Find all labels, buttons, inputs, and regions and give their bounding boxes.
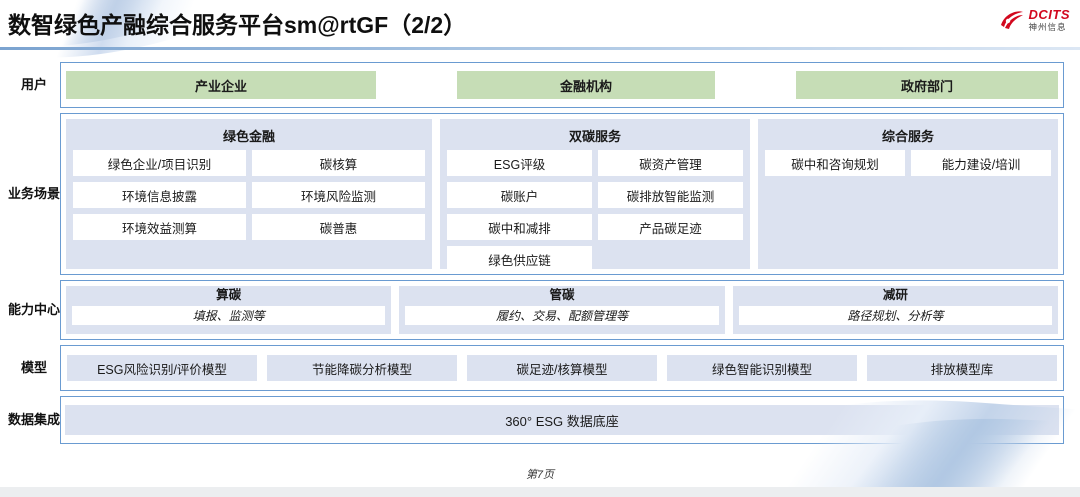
row-data-integration: 数据集成 360° ESG 数据底座 [8, 396, 1064, 444]
panel-title-comprehensive-service: 综合服务 [881, 129, 934, 144]
logo-text: DCITS 神州信息 [1029, 8, 1071, 32]
capability-title: 算碳 [216, 288, 242, 302]
capability-title: 管碳 [549, 288, 575, 302]
row-label-model: 模型 [20, 359, 47, 375]
model-chip[interactable]: 节能降碳分析模型 [267, 355, 457, 381]
tile-scenario[interactable]: 环境风险监测 [252, 182, 425, 208]
tile-scenario[interactable]: 碳资产管理 [598, 150, 743, 176]
model-chip[interactable]: 排放模型库 [867, 355, 1057, 381]
row-content-user: 产业企业 金融机构 政府部门 [60, 62, 1064, 108]
page-title: 数智绿色产融综合服务平台sm@rtGF（2/2） [8, 12, 467, 38]
tile-grid-green-finance: 绿色企业/项目识别 碳核算 环境信息披露 环境风险监测 环境效益测算 碳普惠 [73, 150, 425, 240]
architecture-grid: 用户 产业企业 金融机构 政府部门 业务场景 绿色金融 绿色企业/项目识别 碳核… [8, 62, 1064, 449]
tile-scenario[interactable]: 能力建设/培训 [911, 150, 1051, 176]
capability-card-manage-carbon[interactable]: 管碳 履约、交易、配额管理等 [399, 286, 725, 334]
capability-subtitle: 路径规划、分析等 [738, 305, 1052, 325]
model-chip[interactable]: 碳足迹/核算模型 [467, 355, 657, 381]
tile-scenario[interactable]: 碳排放智能监测 [598, 182, 743, 208]
panel-dual-carbon-service: 双碳服务 ESG评级 碳资产管理 碳账户 碳排放智能监测 碳中和减排 产品碳足迹… [440, 119, 750, 272]
row-capability-center: 能力中心 算碳 填报、监测等 管碳 履约、交易、配额管理等 减研 路径规划、分析… [8, 280, 1064, 340]
capability-card-reduce-research[interactable]: 减研 路径规划、分析等 [732, 286, 1058, 334]
data-foundation-bar[interactable]: 360° ESG 数据底座 [65, 405, 1059, 435]
panel-title-green-finance: 绿色金融 [222, 129, 275, 144]
user-chip-financial[interactable]: 金融机构 [457, 71, 715, 99]
model-chip[interactable]: 绿色智能识别模型 [667, 355, 857, 381]
logo-en-label: DCITS [1028, 7, 1070, 22]
capability-title: 减研 [882, 288, 908, 302]
row-content-data-integration: 360° ESG 数据底座 [60, 396, 1064, 444]
row-user: 用户 产业企业 金融机构 政府部门 [8, 62, 1064, 108]
panel-green-finance: 绿色金融 绿色企业/项目识别 碳核算 环境信息披露 环境风险监测 环境效益测算 … [66, 119, 432, 269]
capability-subtitle: 履约、交易、配额管理等 [405, 305, 719, 325]
row-content-capability-center: 算碳 填报、监测等 管碳 履约、交易、配额管理等 减研 路径规划、分析等 [60, 280, 1064, 340]
slide-header: 数智绿色产融综合服务平台sm@rtGF（2/2） DCITS 神州信息 [0, 0, 1080, 47]
row-content-model: ESG风险识别/评价模型 节能降碳分析模型 碳足迹/核算模型 绿色智能识别模型 … [60, 345, 1064, 391]
bottom-band [0, 487, 1080, 497]
row-label-user: 用户 [20, 76, 47, 92]
row-content-business-scenario: 绿色金融 绿色企业/项目识别 碳核算 环境信息披露 环境风险监测 环境效益测算 … [60, 113, 1064, 275]
row-label-business-scenario: 业务场景 [8, 185, 61, 201]
user-chip-industry[interactable]: 产业企业 [66, 71, 376, 99]
tile-scenario[interactable]: 碳中和减排 [447, 214, 592, 240]
page-number: 第7页 [525, 469, 555, 481]
tile-scenario[interactable]: 环境效益测算 [73, 214, 246, 240]
tile-grid-dual-carbon-service: ESG评级 碳资产管理 碳账户 碳排放智能监测 碳中和减排 产品碳足迹 绿色供应… [447, 150, 743, 272]
capability-subtitle: 填报、监测等 [72, 305, 386, 325]
tile-scenario[interactable]: 绿色企业/项目识别 [73, 150, 246, 176]
row-business-scenario: 业务场景 绿色金融 绿色企业/项目识别 碳核算 环境信息披露 环境风险监测 环境… [8, 113, 1064, 275]
capability-card-calc-carbon[interactable]: 算碳 填报、监测等 [66, 286, 392, 334]
panel-title-dual-carbon-service: 双碳服务 [568, 129, 621, 144]
tile-scenario[interactable]: 环境信息披露 [73, 182, 246, 208]
row-label-capability-center: 能力中心 [8, 301, 61, 317]
brand-logo: DCITS 神州信息 [999, 8, 1071, 32]
tile-scenario[interactable]: 碳账户 [447, 182, 592, 208]
model-chip[interactable]: ESG风险识别/评价模型 [67, 355, 257, 381]
tile-scenario[interactable]: 绿色供应链 [447, 246, 592, 272]
tile-scenario[interactable]: ESG评级 [447, 150, 592, 176]
tile-scenario[interactable]: 产品碳足迹 [598, 214, 743, 240]
tile-scenario[interactable]: 碳中和咨询规划 [765, 150, 905, 176]
panel-comprehensive-service: 综合服务 碳中和咨询规划 能力建设/培训 [758, 119, 1058, 269]
logo-cn-label: 神州信息 [1028, 22, 1067, 32]
row-label-data-integration: 数据集成 [8, 411, 61, 427]
tile-scenario[interactable]: 碳核算 [252, 150, 425, 176]
row-model: 模型 ESG风险识别/评价模型 节能降碳分析模型 碳足迹/核算模型 绿色智能识别… [8, 345, 1064, 391]
dcits-logo-icon [1000, 11, 1023, 29]
tile-grid-comprehensive-service: 碳中和咨询规划 能力建设/培训 [765, 150, 1051, 176]
tile-scenario[interactable]: 碳普惠 [252, 214, 425, 240]
title-divider [0, 47, 1080, 50]
user-chip-government[interactable]: 政府部门 [796, 71, 1058, 99]
